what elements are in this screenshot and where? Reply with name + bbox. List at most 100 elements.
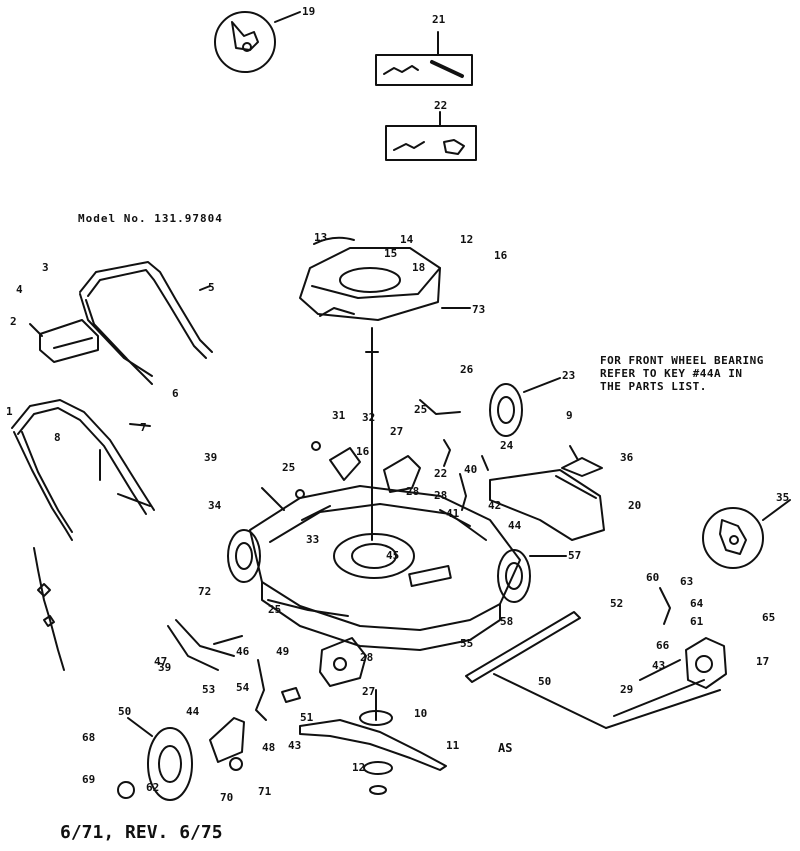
callout-label: 17 — [756, 655, 770, 668]
callout-label: 60 — [646, 571, 660, 584]
callout-label: 63 — [680, 575, 694, 588]
callout-label: 24 — [500, 439, 514, 452]
callout-label: 10 — [414, 707, 428, 720]
callout-label: 27 — [390, 425, 404, 438]
callout-label: 21 — [432, 13, 446, 26]
wheel-right-front — [497, 549, 567, 603]
mower-deck — [249, 377, 521, 651]
callout-label: 28 — [434, 489, 448, 502]
callout-label: 9 — [566, 409, 573, 422]
callout-label: 25 — [282, 461, 296, 474]
callout-label: 4 — [16, 283, 23, 296]
callout-label: 20 — [628, 499, 642, 512]
callout-label: 64 — [690, 597, 704, 610]
callout-label: 71 — [258, 785, 272, 798]
callout-label: 13 — [314, 231, 328, 244]
callout-label: 73 — [472, 303, 486, 316]
inset-circle-top — [214, 11, 301, 73]
inset-box-21 — [375, 31, 473, 86]
callout-label: 52 — [610, 597, 624, 610]
callout-label: 7 — [140, 421, 147, 434]
callout-label: 27 — [362, 685, 376, 698]
callout-label: 29 — [620, 683, 634, 696]
callout-label: 45 — [386, 549, 400, 562]
callout-label: 35 — [776, 491, 790, 504]
callout-label: 14 — [400, 233, 414, 246]
callout-label: 39 — [204, 451, 218, 464]
callout-label: 28 — [360, 651, 374, 664]
callout-label: 32 — [362, 411, 376, 424]
callout-label: 25 — [414, 403, 428, 416]
callout-label: 69 — [82, 773, 96, 786]
callout-label: 3 — [42, 261, 49, 274]
linkage — [167, 399, 489, 671]
inset-box-22 — [385, 111, 477, 161]
handle-upper — [79, 261, 213, 385]
callout-label: 12 — [352, 761, 366, 774]
rear-hanger-right — [613, 587, 727, 717]
callout-label: 44 — [508, 519, 522, 532]
callout-label: 12 — [460, 233, 474, 246]
height-adjust-left — [209, 659, 301, 771]
model-number-label: Model No. 131.97804 — [78, 212, 223, 225]
hubcap-bottom — [117, 781, 135, 799]
callout-label: 66 — [656, 639, 670, 652]
callout-label: 11 — [446, 739, 460, 752]
callout-label: 19 — [302, 5, 316, 18]
callout-label: 15 — [384, 247, 398, 260]
callout-label: 51 — [300, 711, 314, 724]
callout-label: 68 — [82, 731, 96, 744]
callout-label: 26 — [460, 363, 474, 376]
callout-label: 53 — [202, 683, 216, 696]
callout-label: 61 — [690, 615, 704, 628]
callout-label: 48 — [262, 741, 276, 754]
callout-label: 70 — [220, 791, 234, 804]
revision-footer: 6/71, REV. 6/75 — [60, 822, 223, 843]
callout-label: 16 — [356, 445, 370, 458]
front-wheel-bearing-note: FOR FRONT WHEEL BEARING REFER TO KEY #44… — [600, 354, 764, 393]
callout-label: 62 — [146, 781, 160, 794]
callout-label: 72 — [198, 585, 212, 598]
callout-label: 22 — [434, 467, 448, 480]
engine — [299, 236, 471, 379]
callout-label: 55 — [460, 637, 474, 650]
callout-label: 33 — [306, 533, 320, 546]
callout-label: 16 — [494, 249, 508, 262]
callout-label: 2 — [10, 315, 17, 328]
callout-label: 6 — [172, 387, 179, 400]
wheel-left-bottom — [127, 717, 193, 801]
callout-label: 43 — [652, 659, 666, 672]
callout-label: 65 — [762, 611, 776, 624]
callout-label: 22 — [434, 99, 448, 112]
rear-shield — [465, 611, 721, 729]
blade — [299, 689, 447, 795]
callout-label: 42 — [488, 499, 502, 512]
callout-label: 39 — [158, 661, 172, 674]
callout-label: 5 — [208, 281, 215, 294]
callout-label: 41 — [446, 507, 460, 520]
callout-label: 49 — [276, 645, 290, 658]
callout-label: 34 — [208, 499, 222, 512]
note-line-2: REFER TO KEY #44A IN — [600, 367, 743, 380]
callout-label: 43 — [288, 739, 302, 752]
note-line-1: FOR FRONT WHEEL BEARING — [600, 354, 764, 367]
stamp-label: AS — [498, 741, 513, 755]
callout-label: 25 — [268, 603, 282, 616]
callout-label: 47 — [154, 655, 168, 668]
height-adjust-right — [319, 637, 367, 687]
control-box — [29, 319, 99, 363]
handle-lower — [11, 399, 155, 541]
callout-label: 46 — [236, 645, 250, 658]
callout-label: 57 — [568, 549, 582, 562]
rear-deflector — [489, 445, 605, 541]
callout-label: 36 — [620, 451, 634, 464]
wheel-right-rear — [489, 377, 561, 437]
note-line-3: THE PARTS LIST. — [600, 380, 707, 393]
wheel-left-front — [227, 529, 261, 583]
callout-label: 50 — [118, 705, 132, 718]
callout-label: 18 — [412, 261, 426, 274]
callout-label: 40 — [464, 463, 478, 476]
cable — [33, 547, 65, 671]
